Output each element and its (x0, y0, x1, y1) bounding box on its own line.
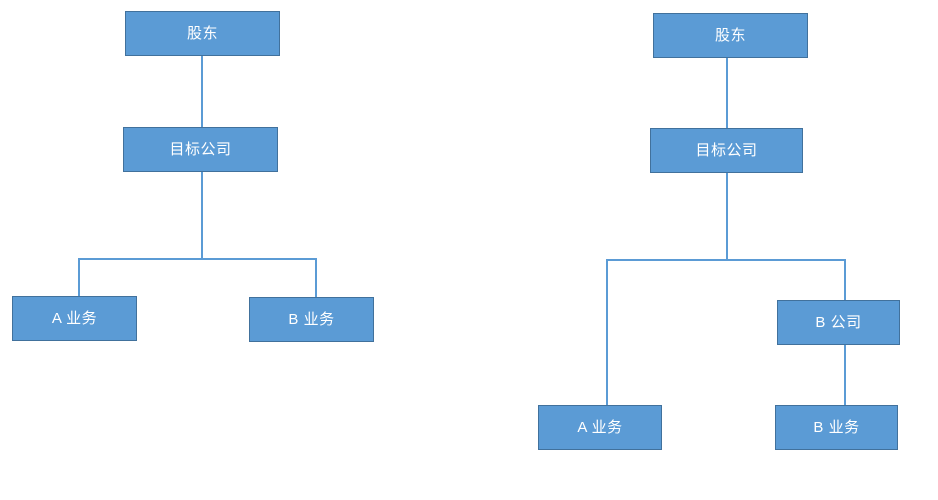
node-label: 股东 (186, 25, 218, 42)
connector-drop-to-company-b (844, 259, 846, 301)
connector-target-children-bar (606, 259, 846, 261)
connector-shareholder-to-target (201, 55, 203, 128)
node-label: 目标公司 (695, 142, 758, 159)
node-business-a[interactable]: A 业务 (12, 296, 137, 341)
connector-company-b-to-business-b (844, 344, 846, 406)
node-label: 目标公司 (169, 141, 232, 158)
node-company-b[interactable]: B 公司 (777, 300, 900, 345)
node-label: 股东 (714, 27, 746, 44)
node-shareholder[interactable]: 股东 (125, 11, 280, 56)
connector-drop-to-business-a (606, 259, 608, 406)
node-business-a[interactable]: A 业务 (538, 405, 662, 450)
node-label: B 公司 (815, 314, 862, 331)
node-target-company[interactable]: 目标公司 (123, 127, 278, 172)
connector-drop-to-business-b (315, 258, 317, 298)
node-label: A 业务 (51, 310, 98, 327)
connector-shareholder-to-target (726, 57, 728, 129)
node-shareholder[interactable]: 股东 (653, 13, 808, 58)
connector-target-stem (726, 172, 728, 261)
connector-target-children-bar (78, 258, 317, 260)
connector-drop-to-business-a (78, 258, 80, 297)
node-label: B 业务 (813, 419, 860, 436)
node-label: A 业务 (577, 419, 623, 436)
node-business-b[interactable]: B 业务 (249, 297, 374, 342)
node-target-company[interactable]: 目标公司 (650, 128, 803, 173)
connector-target-stem (201, 171, 203, 260)
node-business-b[interactable]: B 业务 (775, 405, 898, 450)
node-label: B 业务 (288, 311, 335, 328)
